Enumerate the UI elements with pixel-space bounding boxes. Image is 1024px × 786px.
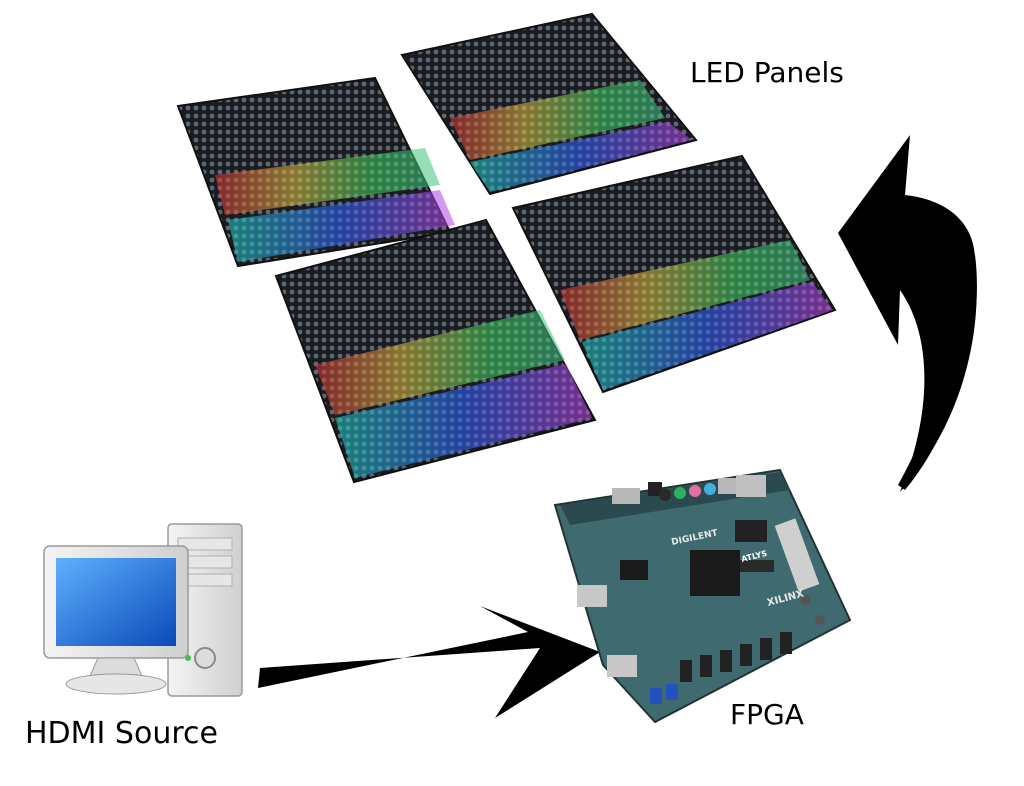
led-panel [511,154,837,394]
led-panels [176,12,837,484]
led-panel [176,76,455,268]
label-led-panels: LED Panels [690,56,844,89]
led-panel [274,218,597,484]
fpga-board: DIGILENT ATLYS XILINX [553,468,852,724]
arrow-fpga-to-panels [838,135,977,492]
led-panel [400,12,698,196]
arrow-source-to-fpga [258,606,600,718]
computer-icon [43,523,243,697]
label-hdmi-source: HDMI Source [25,716,218,751]
label-fpga: FPGA [730,698,804,731]
